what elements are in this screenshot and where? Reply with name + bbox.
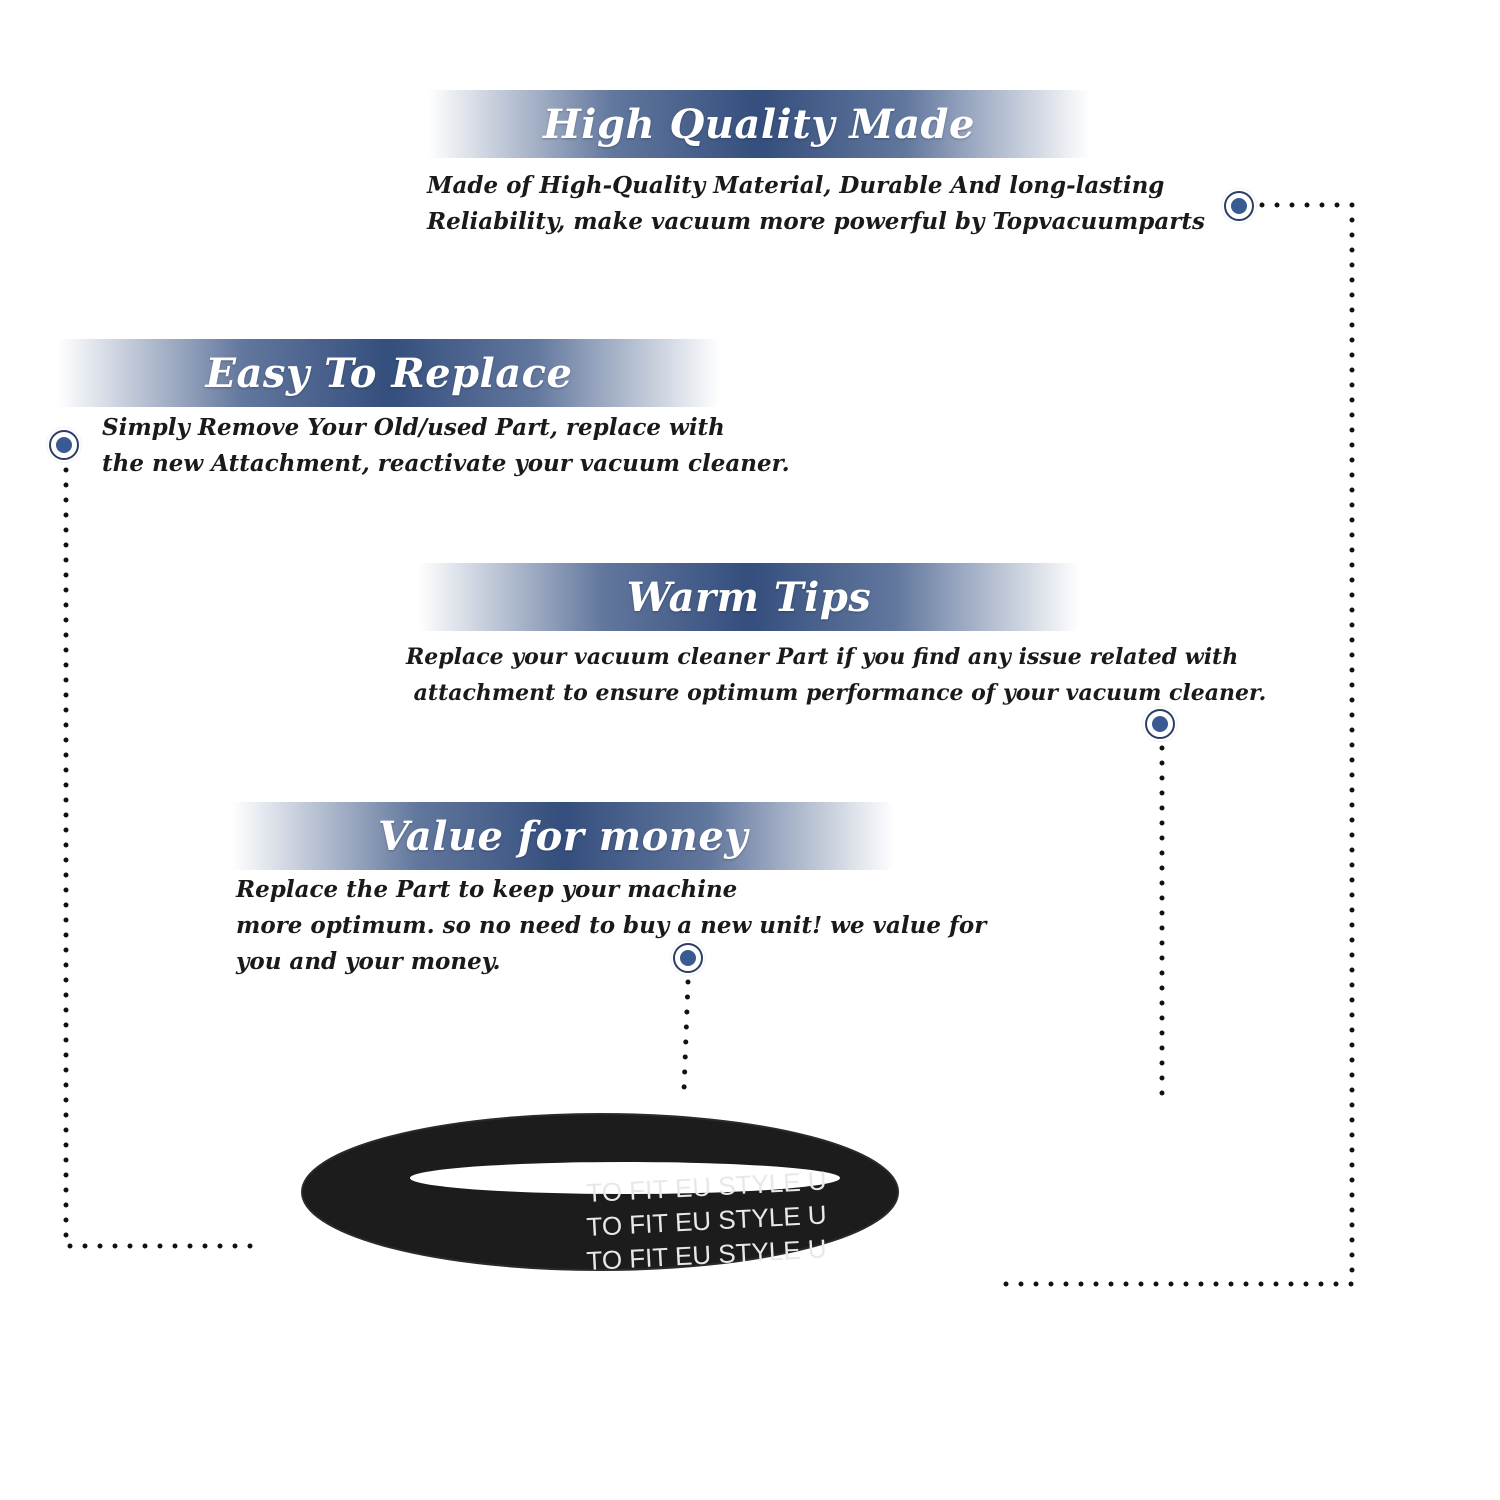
section-title: Value for money (377, 812, 749, 860)
bullet-marker-icon (671, 941, 705, 975)
section-title: High Quality Made (543, 100, 975, 148)
bullet-marker-icon (1143, 707, 1177, 741)
section-title: Warm Tips (626, 573, 872, 621)
connector-high-quality (997, 202, 1355, 1287)
description-line: Replace the Part to keep your machine (236, 876, 738, 903)
connector-easy-replace (63, 467, 261, 1249)
bullet-marker-icon (1222, 189, 1256, 223)
description-line: Replace your vacuum cleaner Part if you … (406, 644, 1239, 670)
section-title: Easy To Replace (205, 349, 573, 397)
banner-warm-tips: Warm Tips (418, 563, 1080, 631)
banner-easy-replace: Easy To Replace (58, 339, 720, 407)
bullet-marker-icon (47, 428, 81, 462)
section-description: Simply Remove Your Old/used Part, replac… (102, 410, 790, 482)
banner-value-money: Value for money (232, 802, 894, 870)
section-description: Replace your vacuum cleaner Part if you … (406, 639, 1266, 711)
description-line: you and your money. (236, 948, 501, 975)
description-line: Simply Remove Your Old/used Part, replac… (102, 414, 725, 441)
description-line: attachment to ensure optimum performance… (406, 680, 1267, 706)
description-line: Made of High-Quality Material, Durable A… (427, 172, 1165, 199)
section-description: Replace the Part to keep your machine mo… (236, 872, 986, 980)
banner-high-quality: High Quality Made (428, 90, 1090, 158)
description-line: Reliability, make vacuum more powerful b… (427, 208, 1205, 235)
description-line: the new Attachment, reactivate your vacu… (102, 450, 790, 477)
description-line: more optimum. so no need to buy a new un… (236, 912, 987, 939)
vacuum-belt-image: TO FIT EU STYLE U TO FIT EU STYLE U TO F… (295, 1110, 905, 1285)
connector-value-money (681, 979, 691, 1093)
section-description: Made of High-Quality Material, Durable A… (427, 168, 1205, 240)
